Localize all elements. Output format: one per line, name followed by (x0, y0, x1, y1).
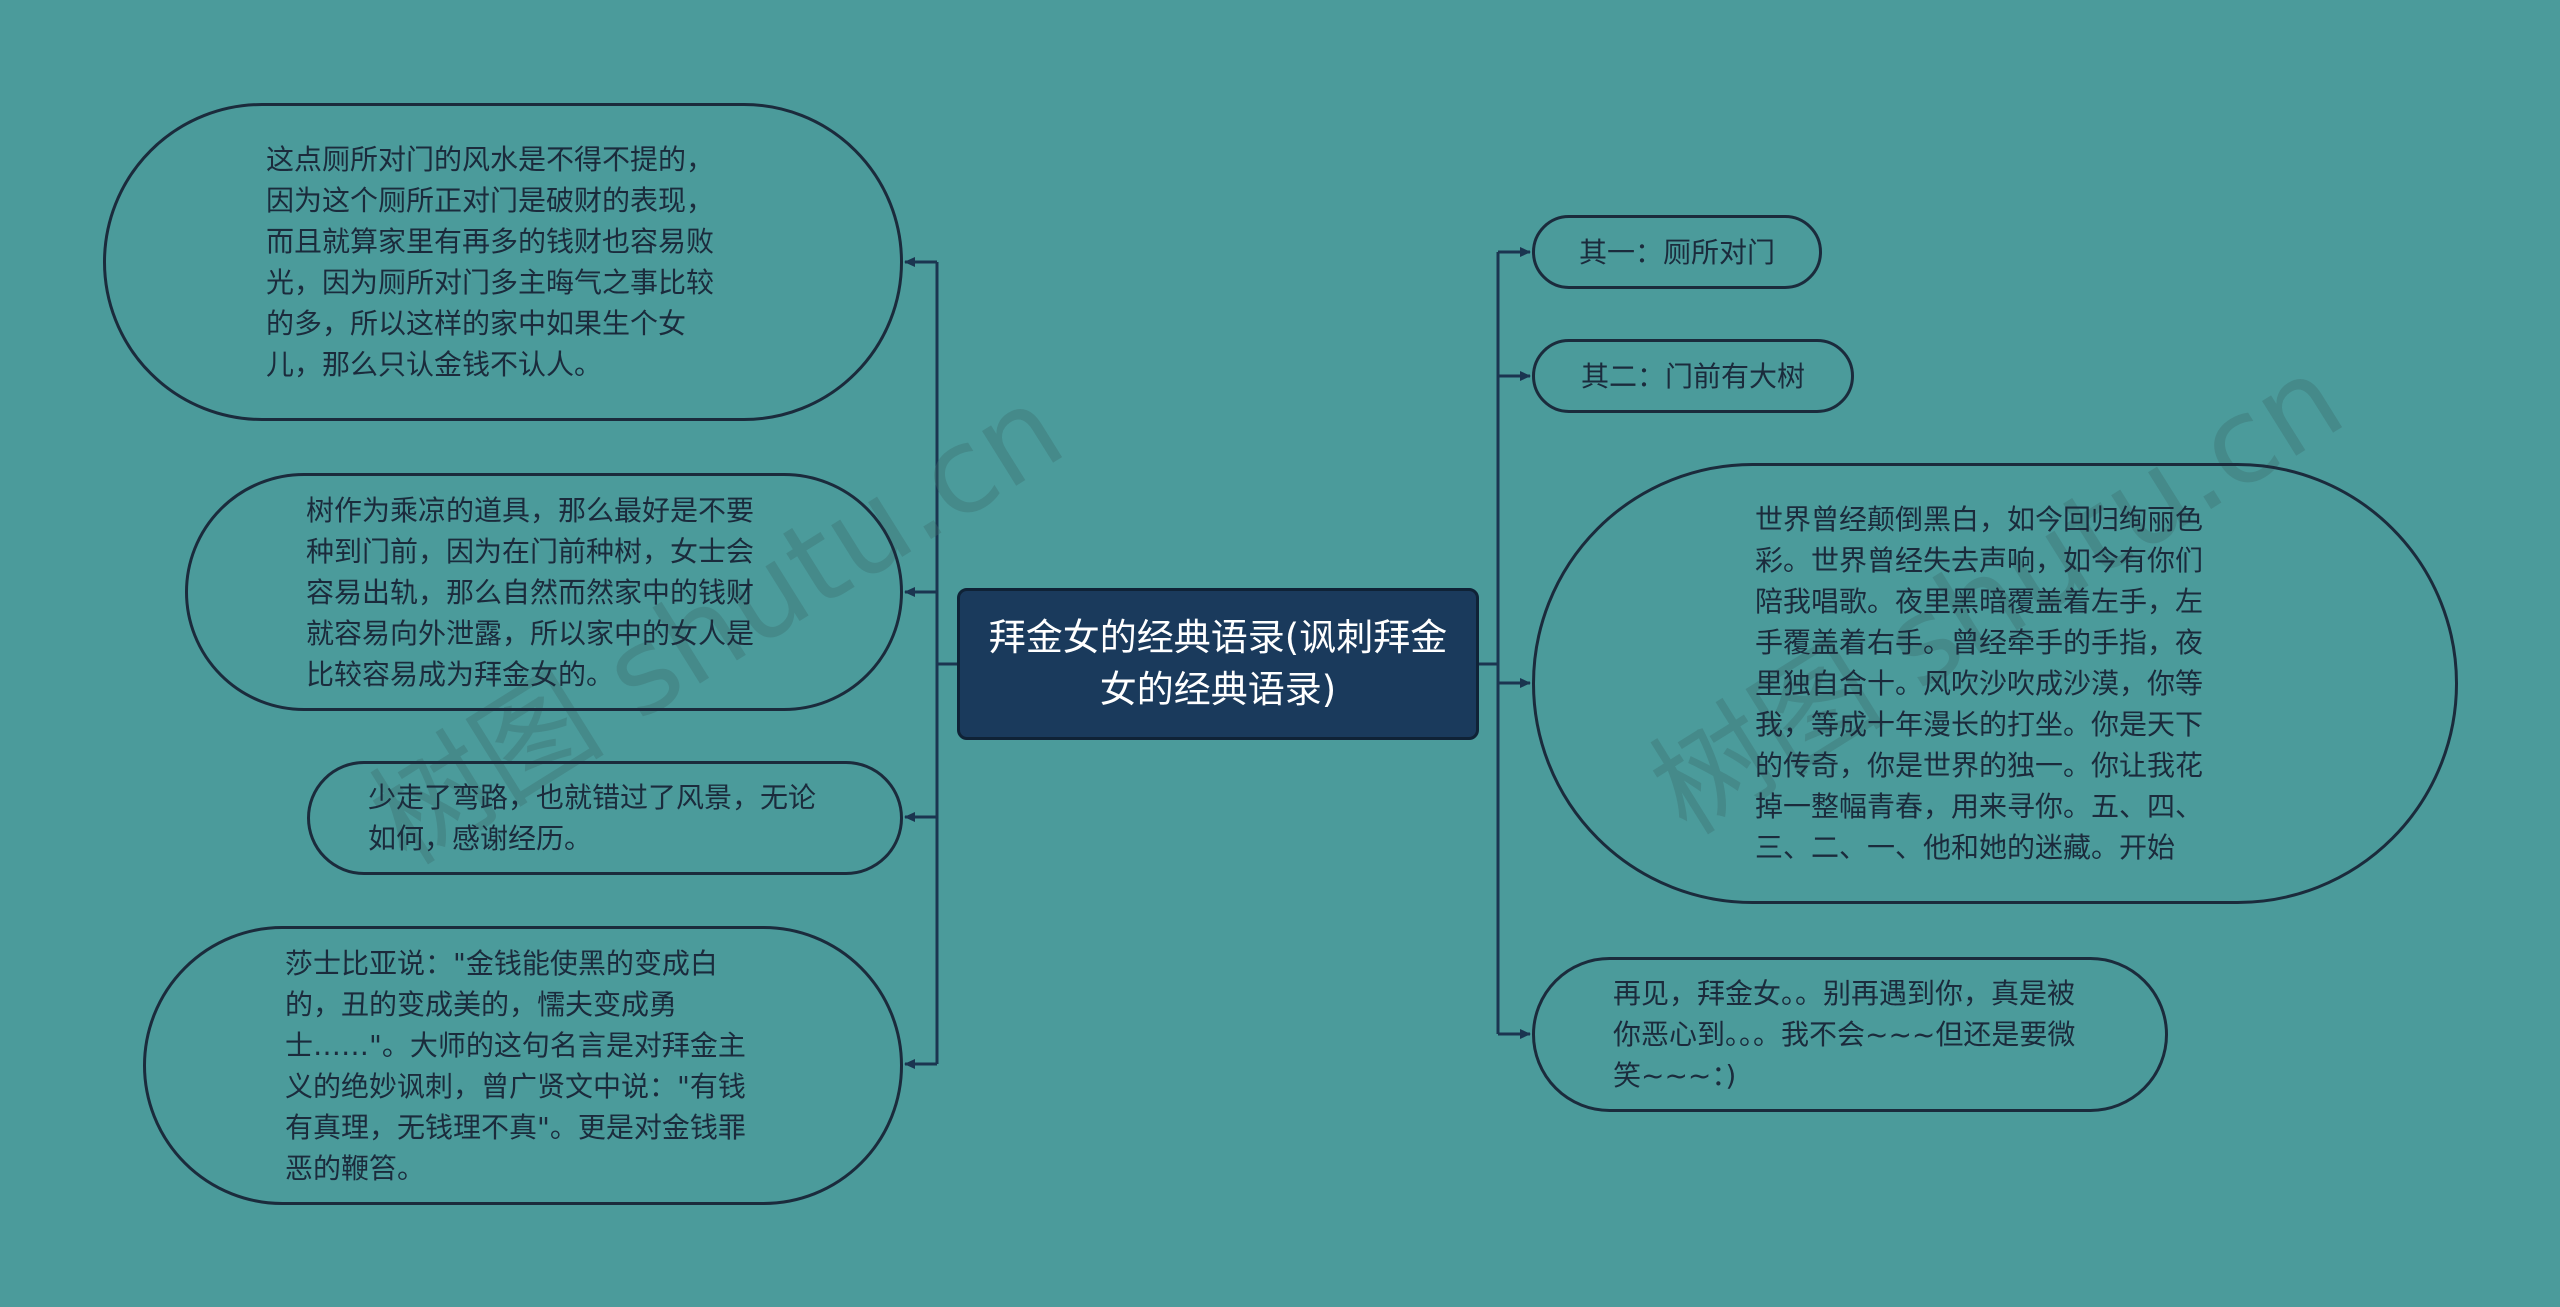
right-node-big-tree-text: 其二：门前有大树 (1580, 359, 1805, 393)
left-node-tree[interactable]: 树作为乘凉的道具，那么最好是不要种到门前，因为在门前种树，女士会容易出轨，那么自… (185, 473, 903, 711)
root-node[interactable]: 拜金女的经典语录(讽刺拜金女的经典语录) (957, 588, 1479, 740)
left-node-toilet-door-text: 这点厕所对门的风水是不得不提的，因为这个厕所正对门是破财的表现，而且就算家里有再… (266, 143, 715, 381)
left-node-toilet-door[interactable]: 这点厕所对门的风水是不得不提的，因为这个厕所正对门是破财的表现，而且就算家里有再… (103, 103, 903, 421)
root-title: 拜金女的经典语录(讽刺拜金女的经典语录) (988, 616, 1448, 711)
right-node-toilet-door-text: 其一：厕所对门 (1578, 235, 1775, 269)
left-node-shakespeare-text: 莎士比亚说："金钱能使黑的变成白的，丑的变成美的，懦夫变成勇士……"。大师的这句… (285, 946, 746, 1185)
right-node-goodbye-text: 再见，拜金女。。别再遇到你，真是被你恶心到。。。我不会~~~但还是要微笑~~~：… (1613, 977, 2076, 1092)
left-node-detour[interactable]: 少走了弯路，也就错过了风景，无论如何，感谢经历。 (307, 761, 903, 875)
right-node-big-tree[interactable]: 其二：门前有大树 (1532, 339, 1854, 413)
left-node-detour-text: 少走了弯路，也就错过了风景，无论如何，感谢经历。 (368, 781, 817, 855)
right-node-world-poem-text: 世界曾经颠倒黑白，如今回归绚丽色彩。世界曾经失去声响，如今有你们陪我唱歌。夜里黑… (1755, 503, 2204, 864)
right-node-world-poem[interactable]: 世界曾经颠倒黑白，如今回归绚丽色彩。世界曾经失去声响，如今有你们陪我唱歌。夜里黑… (1532, 463, 2458, 904)
right-node-goodbye[interactable]: 再见，拜金女。。别再遇到你，真是被你恶心到。。。我不会~~~但还是要微笑~~~：… (1532, 957, 2168, 1112)
right-node-toilet-door[interactable]: 其一：厕所对门 (1532, 215, 1822, 289)
left-node-tree-text: 树作为乘凉的道具，那么最好是不要种到门前，因为在门前种树，女士会容易出轨，那么自… (306, 493, 755, 691)
left-node-shakespeare[interactable]: 莎士比亚说："金钱能使黑的变成白的，丑的变成美的，懦夫变成勇士……"。大师的这句… (143, 926, 903, 1205)
